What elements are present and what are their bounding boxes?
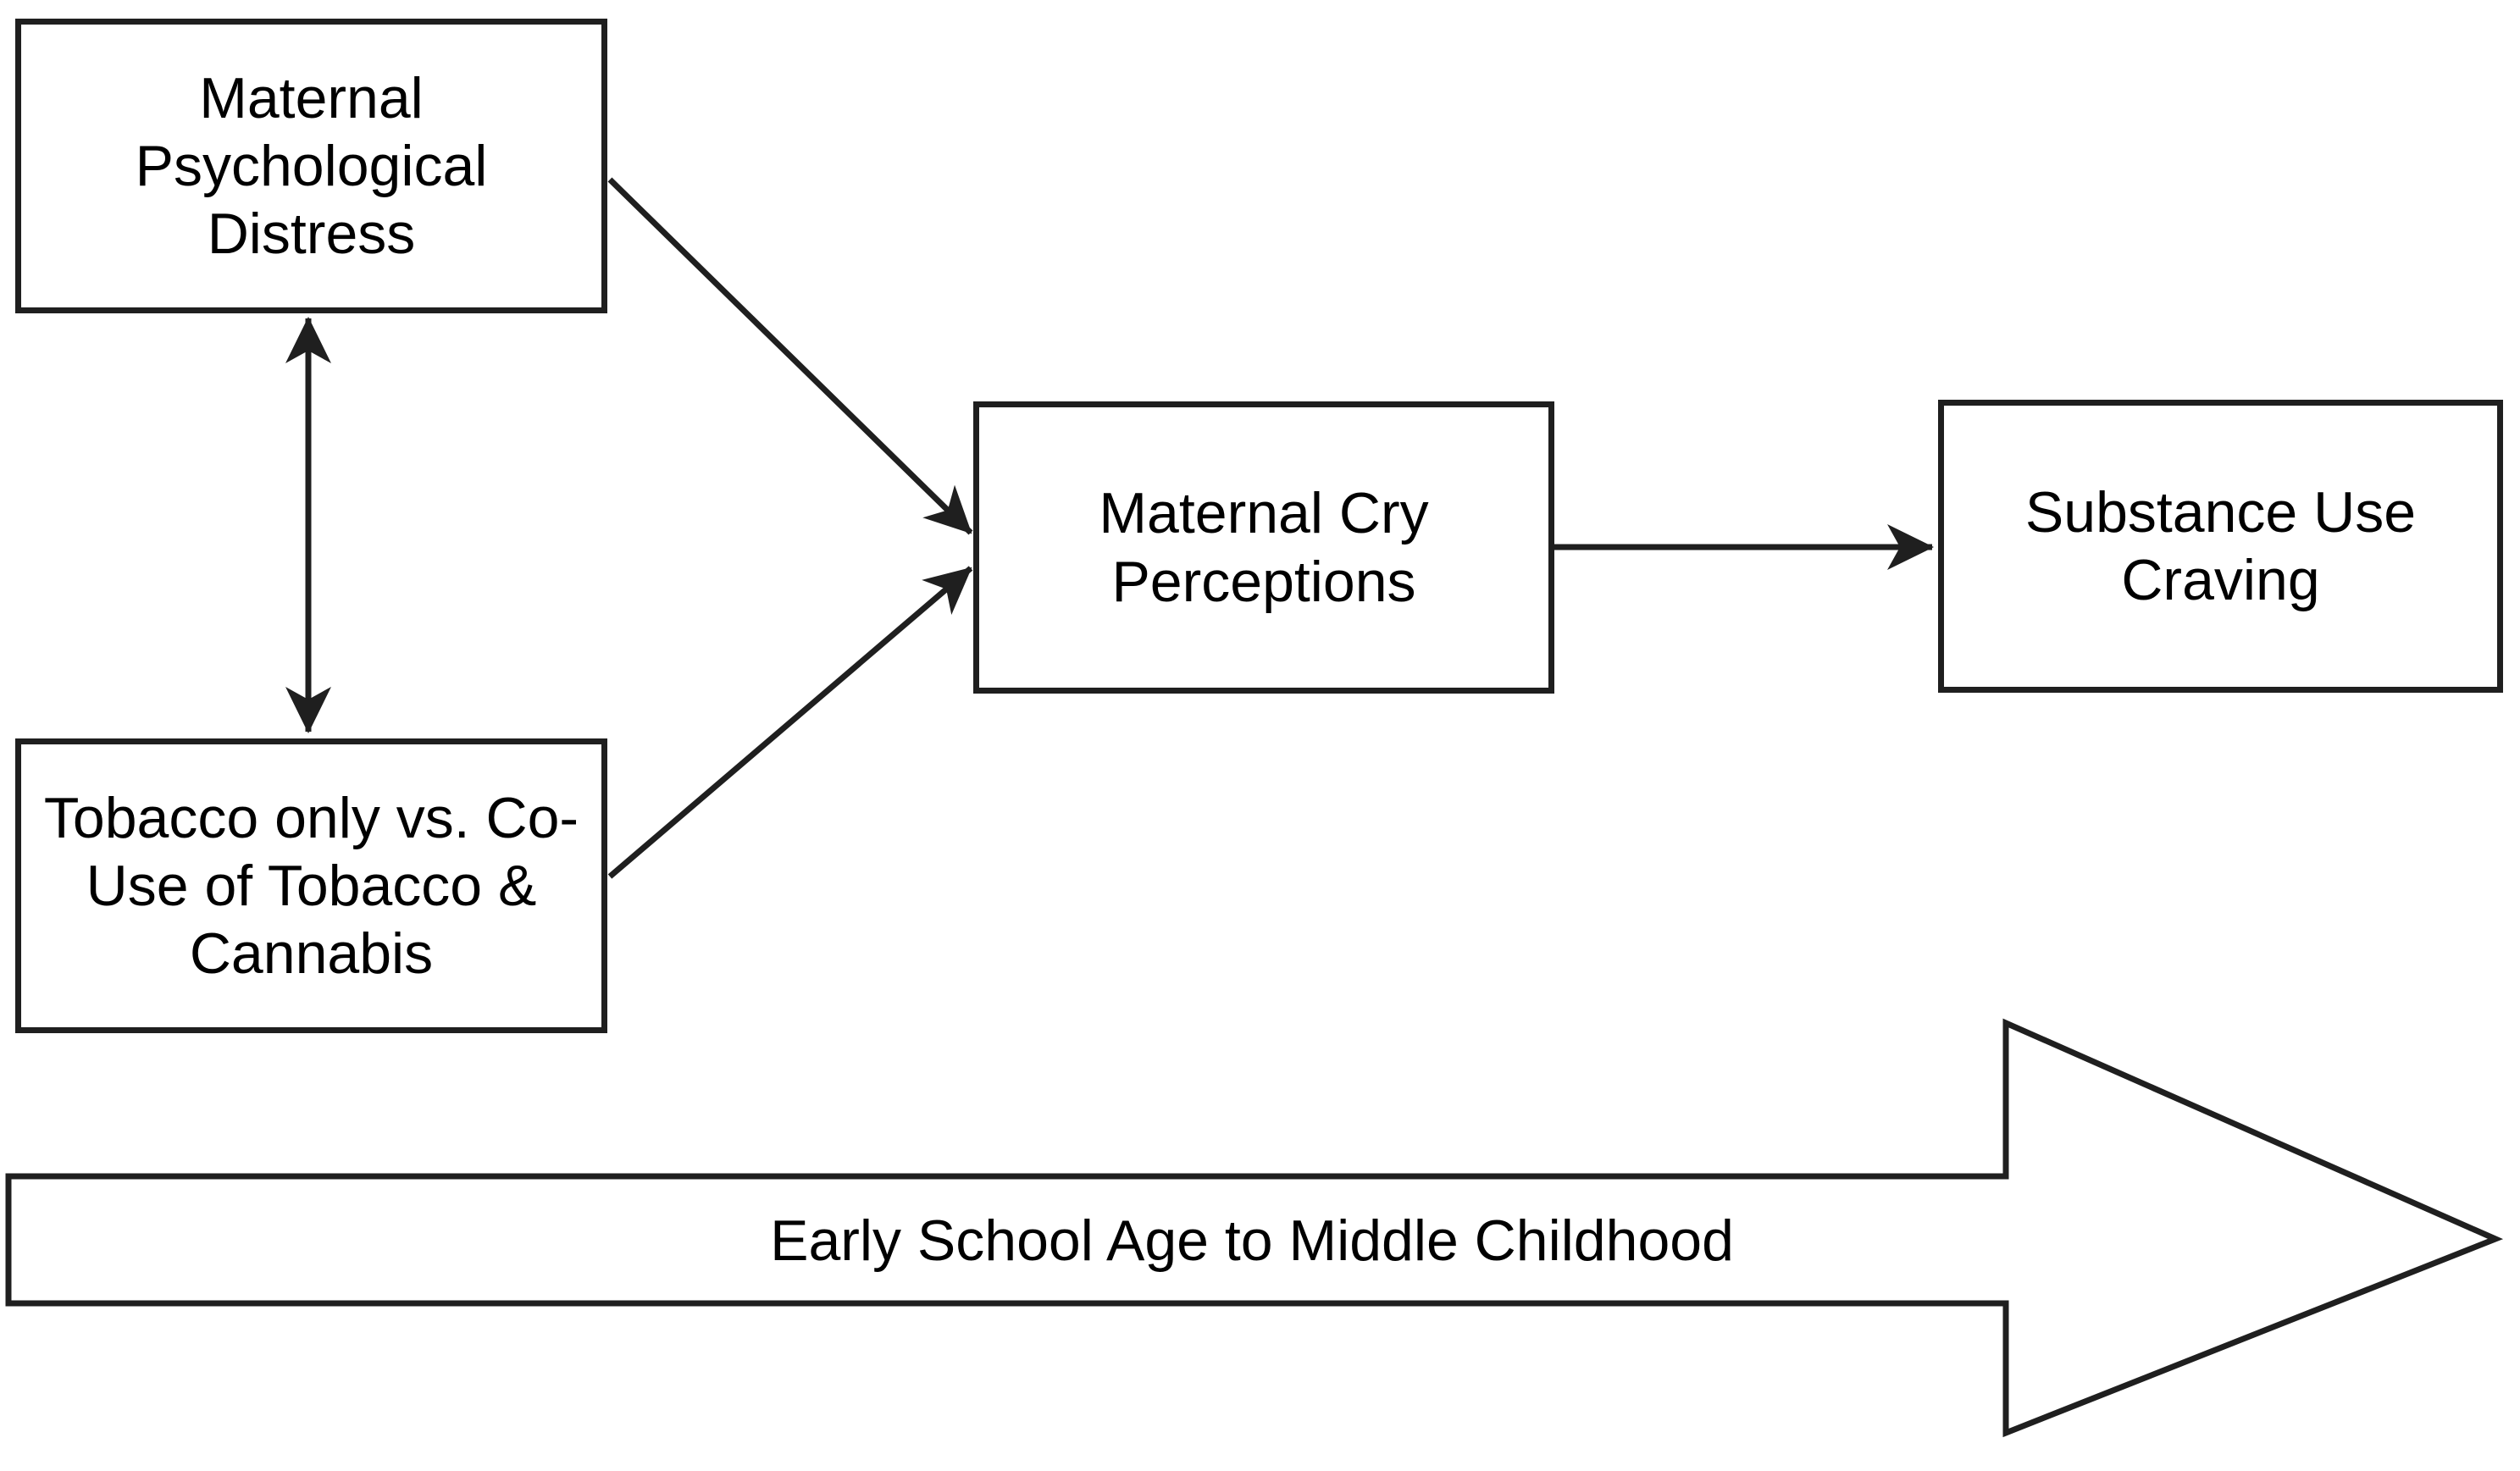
arrow-distress-to-cry-perceptions <box>607 177 973 535</box>
box-maternal-cry-perceptions: Maternal Cry Perceptions <box>973 401 1554 694</box>
arrow-tobacco-to-cry-perceptions <box>607 566 973 879</box>
box-substance-use-craving: Substance Use Craving <box>1938 400 2503 693</box>
box-tobacco-co-use: Tobacco only vs. Co- Use of Tobacco & Ca… <box>15 738 607 1033</box>
box-maternal-psychological-distress: Maternal Psychological Distress <box>15 19 607 313</box>
timeline-block-arrow <box>5 1018 2504 1438</box>
